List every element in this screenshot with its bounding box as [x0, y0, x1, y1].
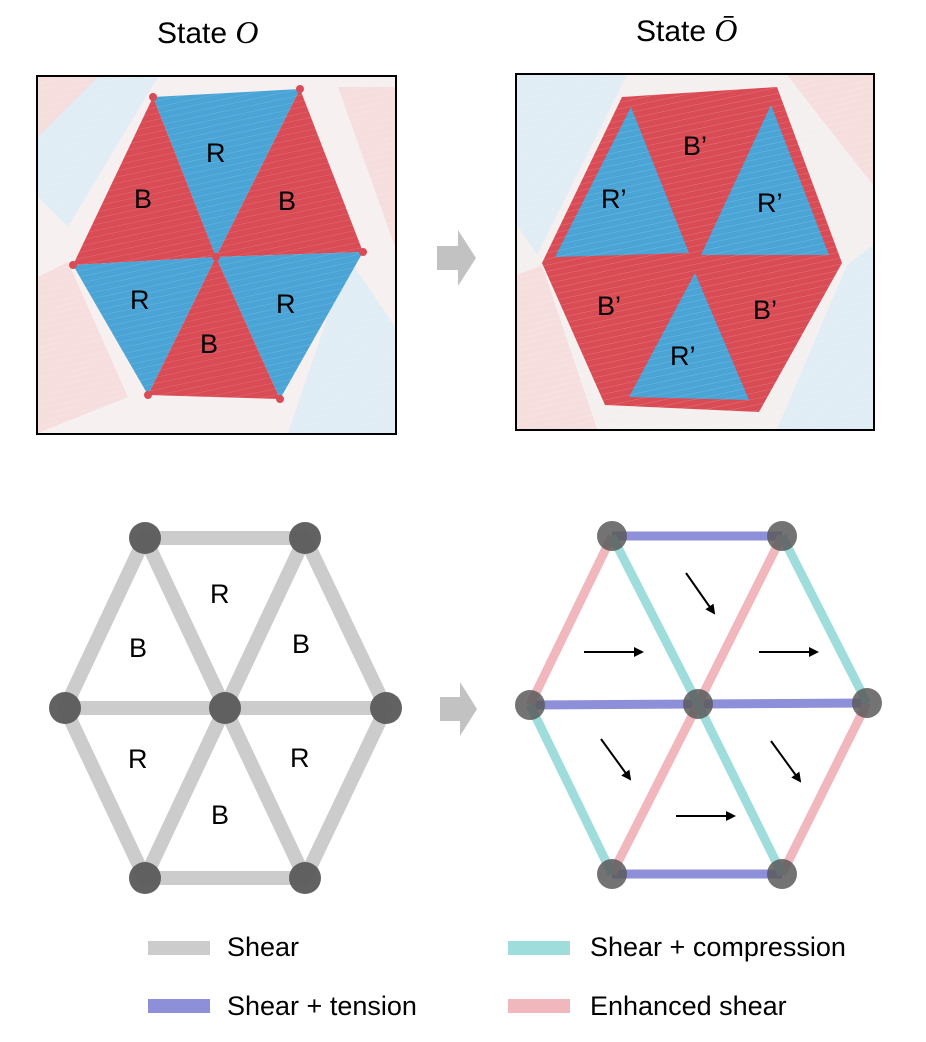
img-obar-label-upper-right: R’	[757, 188, 783, 218]
lattice-label-bottom: B	[211, 800, 229, 830]
img-obar-label-bottom: R’	[670, 341, 696, 371]
legend-shear-label: Shear	[227, 932, 300, 962]
state-obar-image-svg: B’ R’ R’ B’ B’ R’	[517, 75, 873, 429]
title-state-obar-prefix: State	[636, 15, 707, 48]
img-obar-label-upper-left: R’	[601, 184, 627, 214]
title-state-o-symbol: O	[235, 14, 259, 50]
left-lattice	[58, 531, 393, 885]
state-obar-image: B’ R’ R’ B’ B’ R’	[515, 73, 875, 431]
img-obar-label-top: B’	[683, 131, 707, 161]
legend-compression-label: Shear + compression	[590, 932, 846, 962]
right-lattice-nodes	[515, 521, 882, 889]
legend-swatch-enhanced	[508, 999, 570, 1013]
title-state-o-prefix: State	[157, 17, 228, 50]
lattice-label-upper-left: B	[129, 633, 147, 663]
img-o-label-top: R	[206, 138, 226, 168]
right-lattice	[525, 531, 872, 879]
lattice-label-lower-right: R	[290, 743, 310, 773]
title-state-o: State O	[157, 14, 259, 51]
legend-swatch-compression	[508, 941, 570, 955]
left-lattice-nodes	[49, 522, 402, 894]
legend-swatch-tension	[148, 999, 210, 1013]
img-o-label-upper-left: B	[134, 184, 152, 214]
img-obar-label-lower-left: B’	[597, 291, 621, 321]
img-o-label-bottom: B	[200, 329, 218, 359]
state-o-image-svg: R B B R R B	[38, 77, 395, 433]
legend-enhanced-label: Enhanced shear	[590, 991, 787, 1021]
img-o-label-lower-right: R	[276, 289, 296, 319]
legend-swatch-shear	[148, 941, 210, 955]
lattice-label-top: R	[210, 579, 230, 609]
lattice-label-lower-left: R	[128, 744, 148, 774]
displacement-arrows	[584, 572, 819, 821]
img-o-label-lower-left: R	[130, 285, 150, 315]
transition-arrow-bottom	[440, 682, 477, 736]
lattice-label-upper-right: B	[292, 629, 310, 659]
legend-tension-label: Shear + tension	[227, 991, 417, 1021]
title-state-obar-symbol: Ō	[714, 12, 738, 48]
title-state-obar: State Ō	[636, 12, 738, 49]
img-obar-label-lower-right: B’	[753, 295, 777, 325]
transition-arrow-top	[437, 230, 476, 286]
img-o-label-upper-right: B	[278, 186, 296, 216]
state-o-image: R B B R R B	[36, 75, 397, 435]
